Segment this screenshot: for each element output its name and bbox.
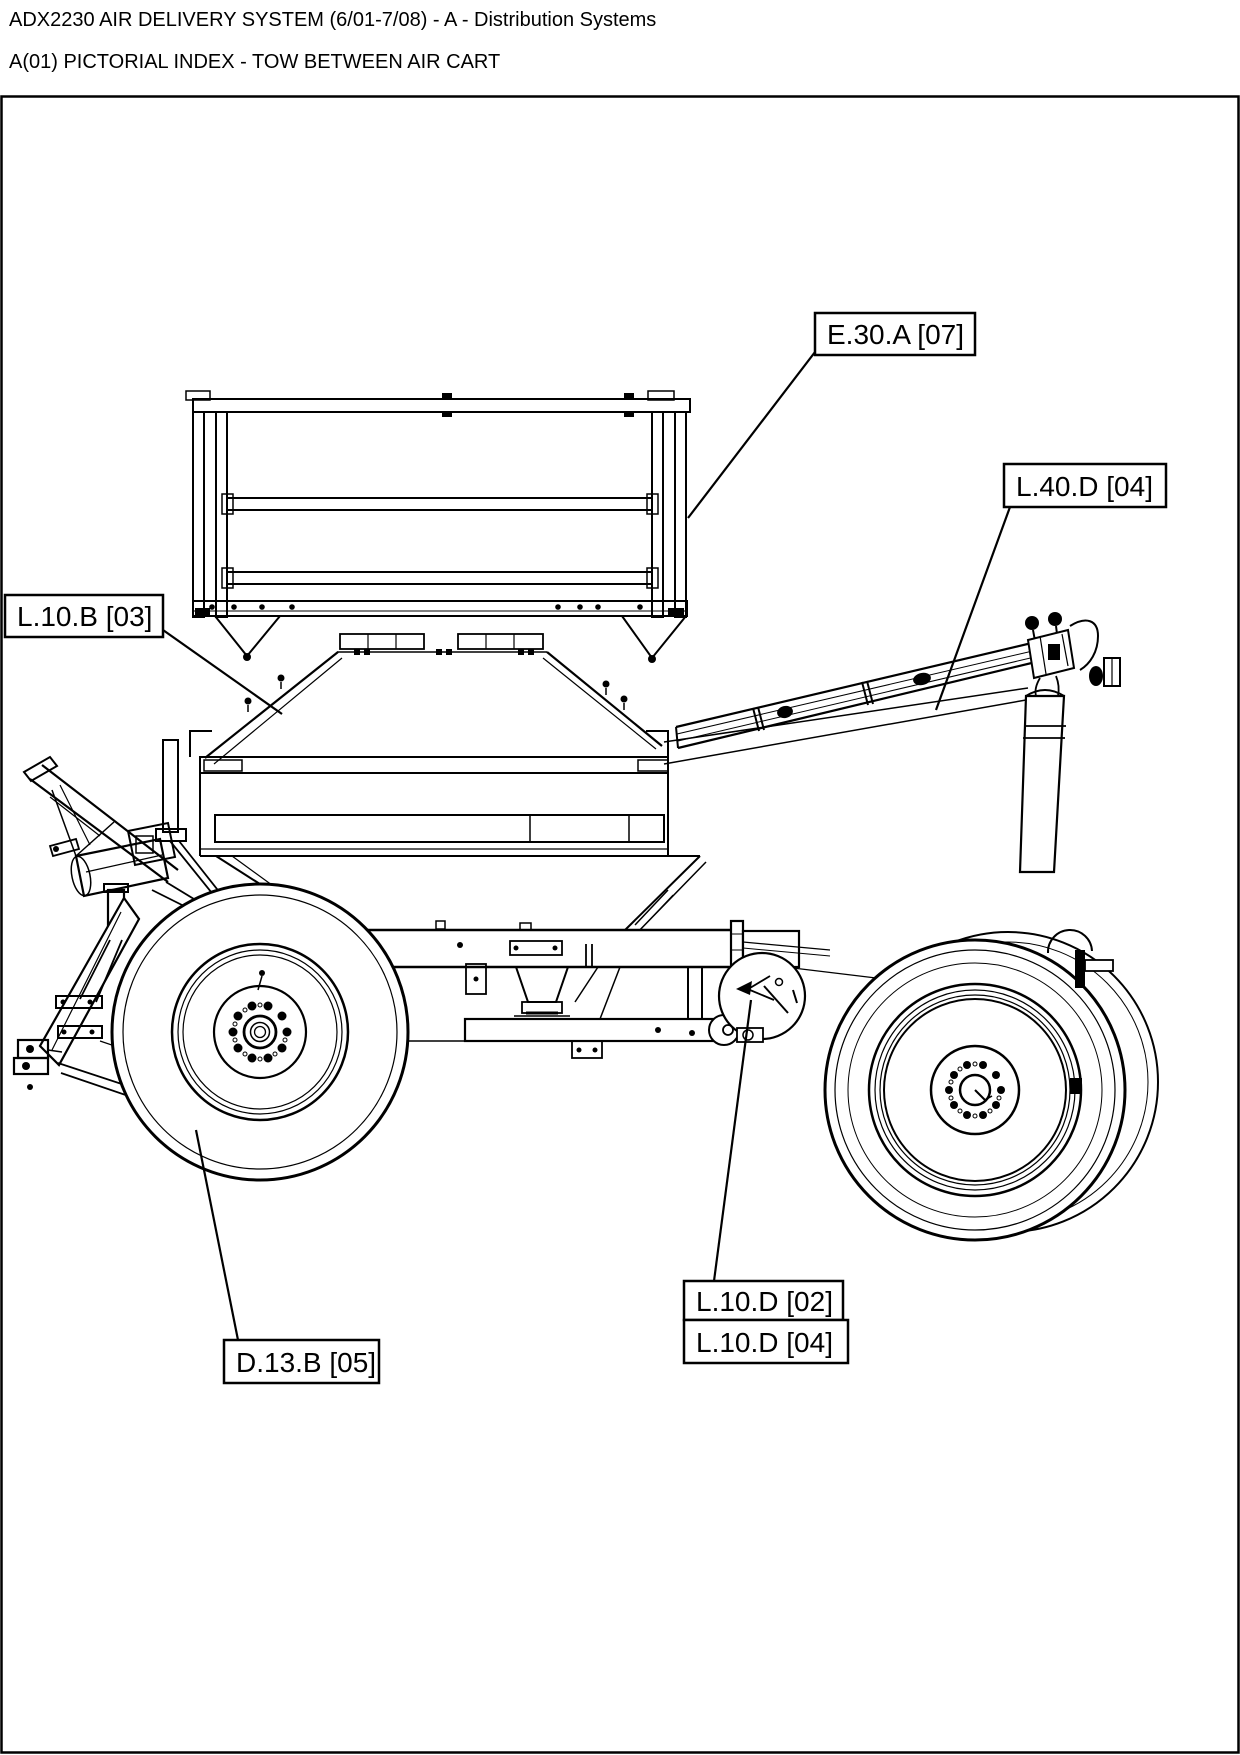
callout-l10d02-label: L.10.D [02] [696, 1286, 833, 1317]
callout-l10b-box [3, 593, 165, 639]
axle-hub-plate [717, 951, 807, 1043]
right-wheel [823, 929, 1159, 1242]
callout-l40d-leader [934, 506, 1012, 711]
callout-l10b-leader [162, 629, 283, 715]
callout-d13b-label: D.13.B [05] [236, 1347, 376, 1378]
callout-l10d04-label: L.10.D [04] [696, 1327, 833, 1358]
page-header-title: ADX2230 AIR DELIVERY SYSTEM (6/01-7/08) … [9, 9, 657, 31]
callout-l10b: L.10.B [03] [3, 593, 283, 715]
right-wheel-bolts [945, 1061, 1005, 1119]
callout-l10d: L.10.D [02] L.10.D [04] [682, 999, 850, 1365]
box-rail-bolts [209, 393, 643, 610]
callout-e30a-label: E.30.A [07] [827, 319, 964, 350]
tank-hopper [189, 633, 707, 939]
callout-l10d-leader [712, 999, 753, 1282]
callout-l40d-box [1002, 462, 1168, 509]
left-wheel-bolts [228, 1001, 292, 1063]
auger-head [1025, 612, 1121, 687]
callouts: E.30.A [07] L.40.D [04] L.10.B [03] L.10… [3, 311, 1168, 1385]
callout-e30a-leader [687, 351, 816, 519]
drawing-frame-border [0, 95, 1240, 1754]
fill-auger [663, 612, 1121, 874]
callout-l10b-label: L.10.B [03] [17, 601, 152, 632]
callout-d13b-leader [194, 1129, 240, 1341]
callout-e30a: E.30.A [07] [687, 311, 977, 519]
callout-d13b-box [222, 1338, 381, 1385]
left-wheel [110, 882, 410, 1182]
downspout-tube [1018, 675, 1066, 874]
callout-e30a-box [813, 311, 977, 357]
callout-l10d04-box [682, 1318, 850, 1365]
callout-l10d02-box [682, 1279, 845, 1322]
wheel-top-bracket [1046, 929, 1114, 988]
page-header-subtitle: A(01) PICTORIAL INDEX - TOW BETWEEN AIR … [9, 51, 501, 73]
callout-l40d-label: L.40.D [04] [1016, 471, 1153, 502]
seed-box-frame [185, 390, 691, 663]
callout-l40d: L.40.D [04] [934, 462, 1168, 711]
callout-d13b: D.13.B [05] [194, 1129, 381, 1385]
